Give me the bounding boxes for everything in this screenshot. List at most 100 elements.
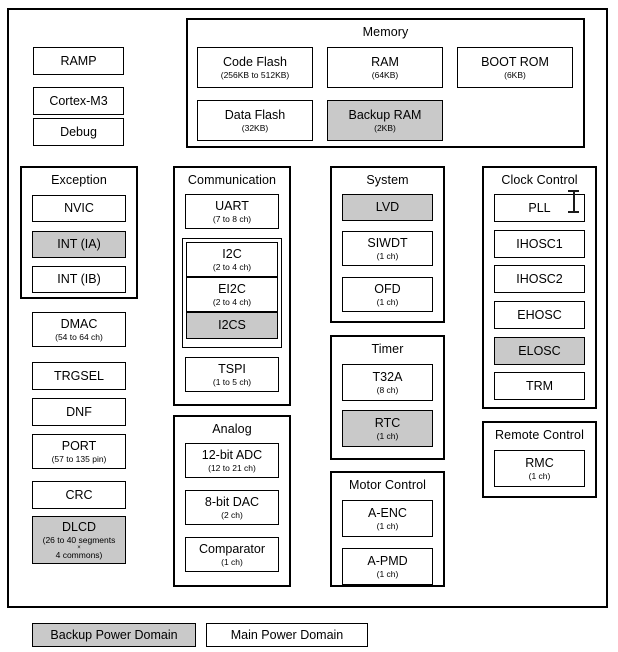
block-8bit-dac[interactable]: 8-bit DAC (2 ch): [185, 490, 279, 525]
block-a-pmd[interactable]: A-PMD (1 ch): [342, 548, 433, 585]
block-label: RMC: [525, 455, 554, 470]
block-label: Debug: [60, 124, 97, 139]
block-label: Comparator: [199, 541, 265, 556]
block-ramp[interactable]: RAMP: [33, 47, 124, 75]
block-i2cs[interactable]: I2CS: [186, 312, 278, 339]
block-label: PORT: [61, 438, 97, 453]
block-sublabel: (2 to 4 ch): [212, 296, 252, 307]
block-sublabel-2: 4 commons): [55, 550, 103, 560]
block-sublabel: (1 ch): [376, 520, 399, 531]
block-sublabel: (32KB): [241, 122, 269, 133]
block-label: A-PMD: [367, 553, 408, 568]
block-sublabel: (54 to 64 ch): [55, 331, 103, 342]
block-backup-ram[interactable]: Backup RAM (2KB): [327, 100, 443, 141]
block-nvic[interactable]: NVIC: [32, 195, 126, 222]
block-label: EHOSC: [517, 307, 562, 322]
block-label: Backup RAM: [348, 107, 422, 122]
block-label: NVIC: [64, 201, 94, 215]
block-label: INT (IB): [57, 272, 101, 286]
block-sublabel: (2KB): [374, 122, 396, 133]
block-sublabel: (1 ch): [376, 568, 399, 579]
block-comparator[interactable]: Comparator (1 ch): [185, 537, 279, 572]
block-label: DNF: [66, 404, 92, 419]
block-boot-rom[interactable]: BOOT ROM (6KB): [457, 47, 573, 88]
block-label: INT (IA): [57, 237, 101, 251]
block-sublabel: (1 ch): [376, 296, 399, 307]
block-port[interactable]: PORT (57 to 135 pin): [32, 434, 126, 469]
block-uart[interactable]: UART (7 to 8 ch): [185, 194, 279, 229]
block-label: BOOT ROM: [481, 54, 549, 69]
block-sublabel: (256KB to 512KB): [220, 69, 290, 80]
block-sublabel: (57 to 135 pin): [51, 453, 107, 464]
block-ei2c[interactable]: EI2C (2 to 4 ch): [186, 277, 278, 312]
block-sublabel: (12 to 21 ch): [208, 462, 256, 473]
block-sublabel: (6KB): [504, 69, 526, 80]
block-trm[interactable]: TRM: [494, 372, 585, 400]
block-sublabel: (1 ch): [221, 556, 243, 567]
block-label: EI2C: [218, 281, 246, 296]
block-siwdt[interactable]: SIWDT (1 ch): [342, 231, 433, 266]
block-sublabel: (2 to 4 ch): [212, 261, 252, 272]
block-i2c[interactable]: I2C (2 to 4 ch): [186, 242, 278, 277]
block-crc[interactable]: CRC: [32, 481, 126, 509]
block-label: 12-bit ADC: [201, 447, 263, 462]
block-label: IHOSC1: [516, 236, 563, 251]
block-dmac[interactable]: DMAC (54 to 64 ch): [32, 312, 126, 347]
block-label: Cortex-M3: [49, 93, 108, 108]
block-data-flash[interactable]: Data Flash (32KB): [197, 100, 313, 141]
group-title-exception: Exception: [51, 173, 107, 187]
block-label: 8-bit DAC: [204, 494, 260, 509]
block-trgsel[interactable]: TRGSEL: [32, 362, 126, 390]
block-label: RAM: [371, 54, 399, 69]
block-sublabel: (26 to 40 segments: [42, 535, 116, 545]
block-label: RAMP: [60, 53, 97, 68]
block-label: TRGSEL: [53, 368, 104, 383]
block-label: DMAC: [60, 316, 98, 331]
block-sublabel: (7 to 8 ch): [212, 213, 252, 224]
block-cortex-m3[interactable]: Cortex-M3: [33, 87, 124, 115]
block-label: Code Flash: [223, 54, 287, 69]
group-title-analog: Analog: [212, 422, 252, 436]
block-debug[interactable]: Debug: [33, 118, 124, 146]
block-ofd[interactable]: OFD (1 ch): [342, 277, 433, 312]
block-dlcd[interactable]: DLCD (26 to 40 segments × 4 commons): [32, 516, 126, 564]
legend-backup-power-domain[interactable]: Backup Power Domain: [32, 623, 196, 647]
block-sublabel: (1 to 5 ch): [212, 376, 252, 387]
block-ram[interactable]: RAM (64KB): [327, 47, 443, 88]
cursor-cap-top: [568, 190, 579, 192]
block-sublabel: (1 ch): [528, 470, 551, 481]
block-t32a[interactable]: T32A (8 ch): [342, 364, 433, 401]
legend-label: Main Power Domain: [230, 628, 344, 642]
block-pll[interactable]: PLL: [494, 194, 585, 222]
legend-label: Backup Power Domain: [50, 628, 178, 642]
block-int-ia[interactable]: INT (IA): [32, 231, 126, 258]
group-title-timer: Timer: [371, 342, 404, 356]
block-a-enc[interactable]: A-ENC (1 ch): [342, 500, 433, 537]
block-elosc[interactable]: ELOSC: [494, 337, 585, 365]
group-title-communication: Communication: [187, 173, 277, 187]
block-ehosc[interactable]: EHOSC: [494, 301, 585, 329]
block-label: CRC: [65, 487, 93, 502]
block-rmc[interactable]: RMC (1 ch): [494, 450, 585, 487]
block-label: IHOSC2: [516, 271, 563, 286]
block-rtc[interactable]: RTC (1 ch): [342, 410, 433, 447]
block-12bit-adc[interactable]: 12-bit ADC (12 to 21 ch): [185, 443, 279, 478]
block-label: PLL: [528, 200, 551, 215]
group-title-clock-control: Clock Control: [501, 173, 578, 187]
cursor-cap-bottom: [568, 211, 579, 213]
block-dnf[interactable]: DNF: [32, 398, 126, 426]
block-tspi[interactable]: TSPI (1 to 5 ch): [185, 357, 279, 392]
block-label: ELOSC: [518, 343, 561, 358]
block-int-ib[interactable]: INT (IB): [32, 266, 126, 293]
block-ihosc2[interactable]: IHOSC2: [494, 265, 585, 293]
group-title-memory: Memory: [362, 25, 409, 39]
group-title-remote-control: Remote Control: [495, 428, 584, 442]
block-label: DLCD: [61, 520, 97, 534]
legend-main-power-domain[interactable]: Main Power Domain: [206, 623, 368, 647]
block-lvd[interactable]: LVD: [342, 194, 433, 221]
block-code-flash[interactable]: Code Flash (256KB to 512KB): [197, 47, 313, 88]
block-ihosc1[interactable]: IHOSC1: [494, 230, 585, 258]
block-label: I2C: [222, 246, 242, 261]
block-multiply-symbol: ×: [77, 545, 81, 551]
